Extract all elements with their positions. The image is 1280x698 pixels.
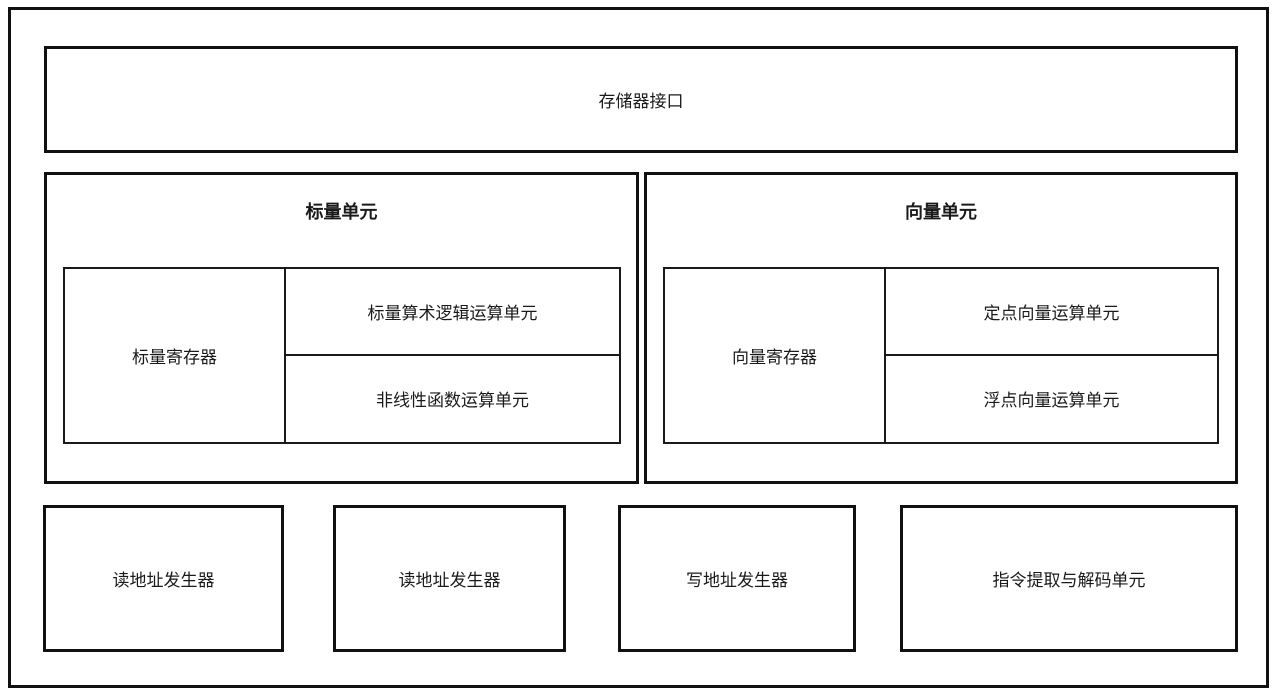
scalar-ops-column: 标量算术逻辑运算单元 非线性函数运算单元: [286, 269, 619, 442]
scalar-unit-table: 标量寄存器 标量算术逻辑运算单元 非线性函数运算单元: [63, 267, 621, 444]
read-address-generator-1-box: 读地址发生器: [43, 505, 284, 652]
write-address-generator-label: 写地址发生器: [686, 571, 788, 590]
scalar-register-label: 标量寄存器: [132, 348, 217, 367]
scalar-nonlinear-cell: 非线性函数运算单元: [286, 356, 619, 443]
read-address-generator-1-label: 读地址发生器: [112, 571, 215, 590]
scalar-register-cell: 标量寄存器: [65, 269, 286, 442]
vector-floating-point-label: 浮点向量运算单元: [983, 391, 1120, 411]
vector-unit-title: 向量单元: [905, 202, 977, 222]
vector-ops-column: 定点向量运算单元 浮点向量运算单元: [886, 269, 1217, 442]
vector-fixed-point-cell: 定点向量运算单元: [886, 269, 1217, 356]
vector-unit-table: 向量寄存器 定点向量运算单元 浮点向量运算单元: [663, 267, 1219, 444]
scalar-unit-title: 标量单元: [305, 202, 378, 222]
memory-interface-label: 存储器接口: [598, 92, 684, 111]
processor-outer-frame: 存储器接口 标量单元 标量寄存器 标量算术逻辑运算单元 非线性函数运算单元: [8, 7, 1269, 688]
write-address-generator-box: 写地址发生器: [618, 505, 856, 652]
scalar-alu-cell: 标量算术逻辑运算单元: [286, 269, 619, 356]
vector-register-label: 向量寄存器: [732, 348, 817, 367]
read-address-generator-2-box: 读地址发生器: [333, 505, 566, 652]
instruction-fetch-decode-box: 指令提取与解码单元: [900, 505, 1238, 652]
scalar-alu-label: 标量算术逻辑运算单元: [367, 303, 538, 323]
scalar-nonlinear-label: 非线性函数运算单元: [376, 391, 529, 411]
vector-unit-box: 向量单元 向量寄存器 定点向量运算单元 浮点向量运算单元: [644, 172, 1238, 484]
memory-interface-box: 存储器接口: [44, 46, 1238, 153]
vector-fixed-point-label: 定点向量运算单元: [983, 303, 1120, 323]
vector-register-cell: 向量寄存器: [665, 269, 886, 442]
scalar-unit-box: 标量单元 标量寄存器 标量算术逻辑运算单元 非线性函数运算单元: [44, 172, 639, 484]
instruction-fetch-decode-label: 指令提取与解码单元: [992, 571, 1146, 590]
read-address-generator-2-label: 读地址发生器: [398, 571, 501, 590]
vector-floating-point-cell: 浮点向量运算单元: [886, 356, 1217, 443]
